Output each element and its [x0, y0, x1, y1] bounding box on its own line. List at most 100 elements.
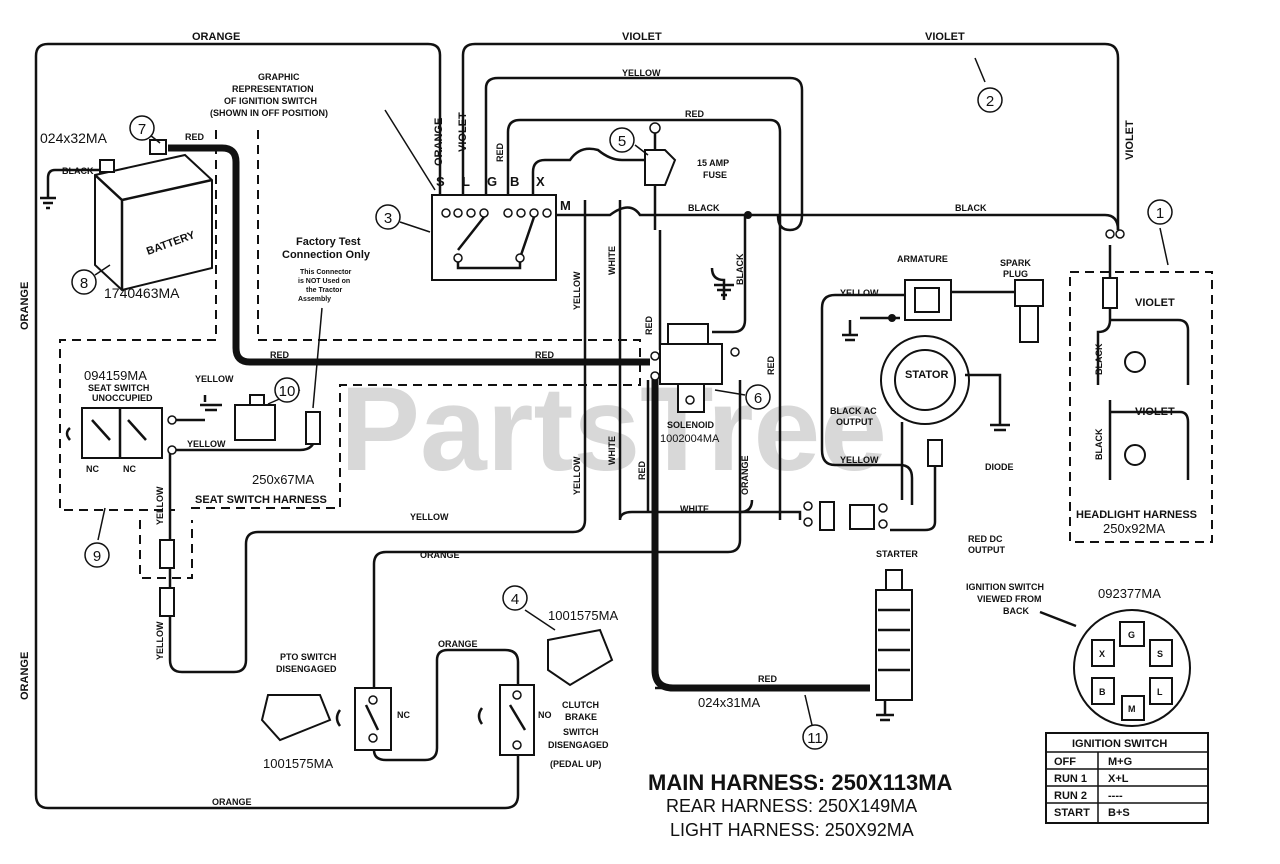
- stator-assembly: [880, 279, 1044, 532]
- svg-text:092377MA: 092377MA: [1098, 586, 1161, 601]
- svg-text:(SHOWN IN OFF POSITION): (SHOWN IN OFF POSITION): [210, 108, 328, 118]
- svg-text:094159MA: 094159MA: [84, 368, 147, 383]
- starter-cable: [651, 375, 870, 692]
- svg-text:REPRESENTATION: REPRESENTATION: [232, 84, 314, 94]
- svg-text:10: 10: [279, 383, 296, 400]
- callout-11: 11: [802, 724, 828, 750]
- svg-text:250x67MA: 250x67MA: [252, 472, 314, 487]
- svg-text:9: 9: [93, 548, 101, 565]
- svg-text:3: 3: [384, 210, 392, 227]
- orange-mid-wire: [372, 380, 742, 690]
- lbl-orange-bottom: ORANGE: [212, 797, 252, 807]
- clutch-switch: [477, 628, 614, 756]
- svg-text:8: 8: [80, 275, 88, 292]
- lbl-violet-right: VIOLET: [1124, 120, 1136, 160]
- fuse: [644, 122, 677, 186]
- svg-text:7: 7: [138, 121, 146, 138]
- seat-switch: [65, 407, 177, 459]
- svg-text:S: S: [436, 174, 445, 189]
- svg-text:NC: NC: [397, 710, 410, 720]
- battery-cable: [168, 144, 650, 366]
- lbl-black-battery: BLACK: [62, 166, 94, 176]
- lbl-yellow-seat2: YELLOW: [187, 439, 226, 449]
- svg-text:HEADLIGHT HARNESS: HEADLIGHT HARNESS: [1076, 509, 1197, 521]
- lbl-red-v3: RED: [637, 460, 647, 480]
- lbl-orange-left1: ORANGE: [19, 282, 31, 330]
- callout-9: 9: [84, 542, 110, 568]
- rear-harness-title: REAR HARNESS: 250X149MA: [666, 796, 917, 816]
- svg-text:DISENGAGED: DISENGAGED: [276, 664, 337, 674]
- svg-text:L: L: [462, 174, 470, 189]
- svg-text:the Tractor: the Tractor: [306, 287, 342, 294]
- lbl-switch-violet: VIOLET: [457, 112, 469, 152]
- yellow-stator-wire: [820, 293, 914, 505]
- red-sol-wire: [646, 230, 662, 512]
- lbl-yellow-stator1: YELLOW: [840, 288, 879, 298]
- switch-terminals: S L G B X M: [436, 174, 571, 213]
- lbl-violet-top1: VIOLET: [622, 31, 662, 43]
- yellow-top-wire: [484, 76, 804, 232]
- black-ground-wire: [710, 267, 726, 300]
- svg-text:X+L: X+L: [1108, 773, 1129, 785]
- arm-ground-icon: [842, 320, 858, 342]
- svg-text:G: G: [1128, 630, 1135, 640]
- svg-text:L: L: [1157, 687, 1163, 697]
- svg-text:6: 6: [754, 390, 762, 407]
- sol-ground-icon: [714, 283, 734, 297]
- svg-text:BLACK AC: BLACK AC: [830, 406, 877, 416]
- svg-text:UNOCCUPIED: UNOCCUPIED: [92, 393, 153, 403]
- wire-labels: ORANGE VIOLET VIOLET YELLOW RED VIOLET B…: [19, 31, 1175, 807]
- pto-switch: [260, 687, 392, 751]
- main-harness-title: MAIN HARNESS: 250X113MA: [648, 770, 953, 795]
- svg-text:4: 4: [511, 591, 519, 608]
- orange-outer-wire: [34, 42, 520, 810]
- lbl-red-battery: RED: [185, 132, 205, 142]
- lbl-red-v1: RED: [495, 142, 505, 162]
- svg-text:RUN 1: RUN 1: [1054, 773, 1087, 785]
- svg-text:SEAT SWITCH: SEAT SWITCH: [88, 383, 149, 393]
- m-black-wire: [552, 206, 1120, 231]
- seat-connector-1: [159, 539, 175, 569]
- headlight-harness-outline: [1069, 271, 1213, 543]
- lbl-switch-orange: ORANGE: [433, 118, 445, 166]
- callout-7: 7: [129, 115, 155, 141]
- seat-plunger: [200, 394, 276, 441]
- lbl-red-v2: RED: [644, 315, 654, 335]
- svg-text:OUTPUT: OUTPUT: [836, 417, 874, 427]
- lbl-white-v1: WHITE: [607, 246, 617, 275]
- lbl-black-hl2: BLACK: [1094, 428, 1104, 460]
- lbl-red-main2: RED: [535, 350, 555, 360]
- svg-text:M+G: M+G: [1108, 756, 1132, 768]
- callout-8: 8: [71, 269, 97, 295]
- svg-text:PTO SWITCH: PTO SWITCH: [280, 652, 336, 662]
- callout-6: 6: [745, 384, 771, 410]
- svg-text:STATOR: STATOR: [905, 369, 948, 381]
- white-h-wire: [740, 510, 802, 520]
- svg-text:ARMATURE: ARMATURE: [897, 254, 948, 264]
- lbl-red-top: RED: [685, 109, 705, 119]
- callout-4: 4: [502, 585, 528, 611]
- svg-text:is NOT Used on: is NOT Used on: [298, 278, 350, 285]
- svg-text:FUSE: FUSE: [703, 170, 727, 180]
- seat-connector-2: [159, 587, 175, 617]
- seat-harness-outline: [59, 130, 217, 511]
- svg-text:OF IGNITION SWITCH: OF IGNITION SWITCH: [224, 96, 317, 106]
- svg-text:1740463MA: 1740463MA: [104, 285, 180, 301]
- svg-text:Connection Only: Connection Only: [282, 249, 371, 261]
- svg-text:IGNITION SWITCH: IGNITION SWITCH: [1072, 738, 1167, 750]
- lbl-black-hl1: BLACK: [1094, 343, 1104, 375]
- svg-text:SOLENOID: SOLENOID: [667, 420, 715, 430]
- svg-text:B: B: [1099, 687, 1106, 697]
- battery: BATTERY: [40, 139, 213, 292]
- lbl-black-mid1: BLACK: [688, 203, 720, 213]
- lbl-black-sol: BLACK: [735, 253, 745, 285]
- light-harness-title: LIGHT HARNESS: 250X92MA: [670, 820, 914, 840]
- svg-text:1001575MA: 1001575MA: [548, 608, 618, 623]
- svg-text:NO: NO: [538, 710, 552, 720]
- svg-text:024x31MA: 024x31MA: [698, 695, 760, 710]
- headlights: [1096, 229, 1190, 480]
- lbl-yellow-vert4: YELLOW: [155, 621, 165, 660]
- lbl-orange-mid: ORANGE: [420, 550, 460, 560]
- x-terminal-wire: [531, 147, 650, 200]
- lbl-yellow-stator2: YELLOW: [840, 455, 879, 465]
